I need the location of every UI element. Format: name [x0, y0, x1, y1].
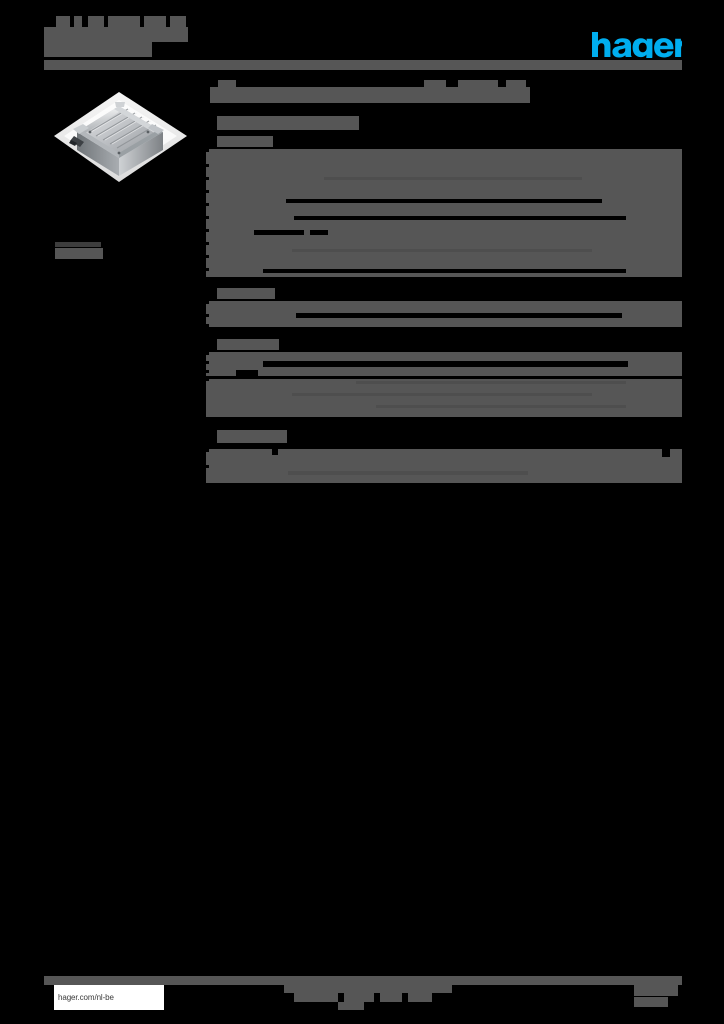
reference-redaction-block — [55, 242, 101, 247]
heading-redaction-block — [506, 80, 526, 87]
spec-section-heading — [206, 339, 682, 350]
spec-section-heading — [206, 136, 682, 147]
page-header — [44, 14, 682, 72]
section-heading-redaction-block — [217, 339, 279, 350]
row-leader — [310, 230, 328, 235]
page-number-redaction-block — [634, 997, 668, 1007]
footer-redaction-block — [284, 985, 452, 993]
title-redaction-block — [108, 16, 140, 27]
footer-page-number — [634, 985, 682, 1009]
reference-redaction-block — [55, 248, 103, 259]
heading-redaction-block — [424, 80, 446, 87]
row-leader — [254, 230, 304, 235]
spec-table-band — [206, 352, 682, 376]
title-redaction-block — [44, 42, 152, 57]
spec-section — [206, 430, 682, 483]
page-title — [206, 80, 682, 108]
footer-redaction-block — [294, 993, 338, 1002]
row-leader — [294, 216, 626, 220]
row-leader — [296, 313, 622, 318]
spec-table-band — [206, 379, 682, 417]
spec-section-heading — [206, 288, 682, 299]
hager-logo[interactable] — [590, 32, 682, 58]
footer-redaction-block — [344, 993, 374, 1002]
spec-section-heading — [206, 430, 682, 443]
heading-redaction-block — [218, 80, 236, 87]
left-column — [44, 80, 194, 259]
header-divider — [44, 60, 682, 70]
spec-section — [206, 136, 682, 277]
title-redaction-block — [56, 16, 70, 27]
title-redaction-block — [88, 16, 104, 27]
footer-url[interactable]: hager.com/nl-be — [54, 985, 164, 1010]
title-redaction-block — [144, 16, 166, 27]
footer-redaction-block — [338, 1002, 364, 1010]
footer-center-text — [284, 985, 514, 1011]
footer-url-text: hager.com/nl-be — [58, 993, 114, 1002]
spec-section — [206, 288, 682, 327]
footer-redaction-block — [380, 993, 402, 1002]
footer-divider — [44, 976, 682, 985]
section-heading-redaction-block — [217, 430, 287, 443]
heading-redaction-block — [458, 80, 498, 87]
footer-redaction-block — [408, 993, 432, 1002]
spec-table-band — [206, 449, 682, 483]
document-title-redacted — [44, 14, 192, 58]
heading-redaction-block — [210, 87, 530, 103]
product-photo — [44, 80, 194, 198]
page-number-redaction-block — [634, 985, 678, 996]
title-redaction-block — [74, 16, 82, 27]
section-heading-redaction-block — [217, 288, 275, 299]
row-leader — [263, 269, 626, 273]
spec-table-band — [206, 149, 682, 277]
spec-table-band — [206, 301, 682, 327]
title-redaction-block — [170, 16, 186, 27]
spec-section — [206, 339, 682, 417]
row-leader — [286, 199, 602, 203]
section-heading-redaction-block — [217, 136, 273, 147]
main-column — [206, 80, 682, 483]
row-leader — [263, 361, 628, 367]
page-footer: hager.com/nl-be — [44, 976, 682, 1014]
row-leader — [662, 449, 670, 457]
section-subtitle — [206, 116, 682, 132]
subtitle-redaction-block — [217, 116, 359, 130]
title-redaction-block — [44, 27, 188, 42]
